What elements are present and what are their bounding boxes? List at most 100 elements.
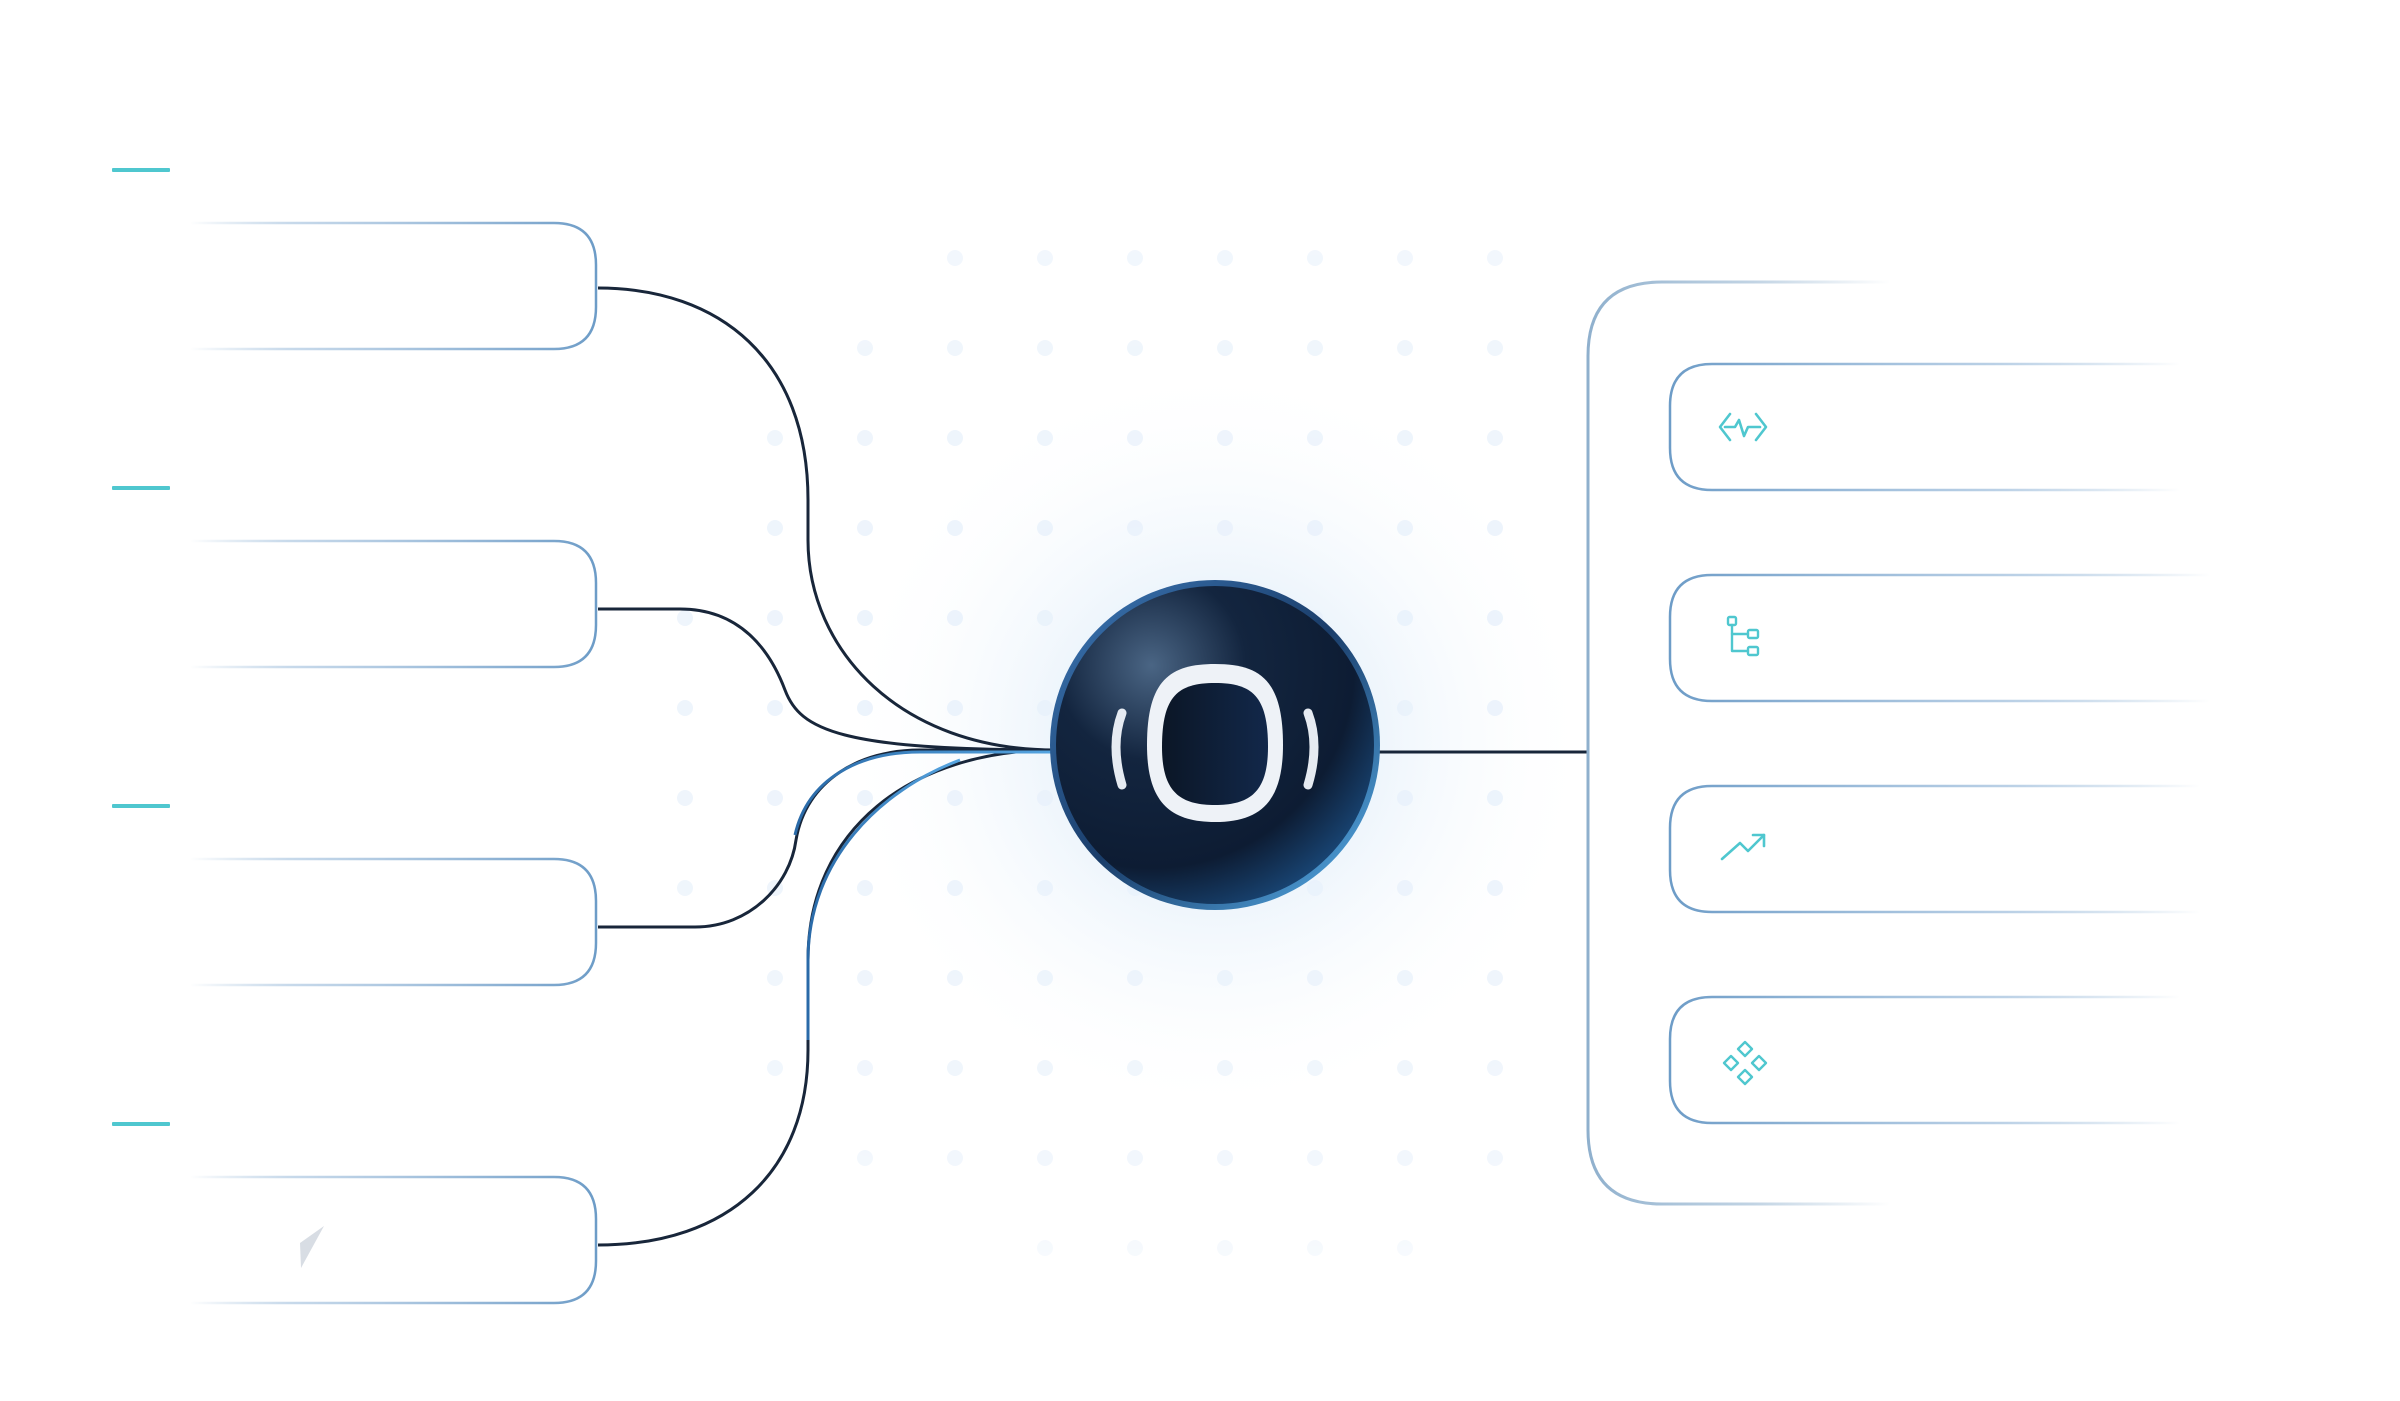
grid-dot [1217,520,1233,536]
grid-dot [1487,430,1503,446]
source-card-1[interactable] [190,221,598,351]
grid-dot [947,520,963,536]
left-source-cards [190,221,598,1305]
source-card-3[interactable] [190,857,598,987]
grid-dot [1487,340,1503,356]
grid-dot [857,1060,873,1076]
grid-dot [1397,880,1413,896]
grid-dot [1037,430,1053,446]
outputs-container [1586,280,1890,1206]
grid-dot [1127,1240,1143,1256]
grid-dot [1127,250,1143,266]
grid-dot [1217,1060,1233,1076]
output-card-1[interactable] [1668,362,2180,492]
grid-dot [1397,970,1413,986]
grid-dot [767,520,783,536]
grid-dot [1487,520,1503,536]
grid-dot [857,1150,873,1166]
grid-dot [1217,340,1233,356]
grid-dot [1037,340,1053,356]
partial-logo-icon [300,1226,324,1268]
output-card-2[interactable] [1668,573,2210,703]
grid-dot [857,520,873,536]
output-card-3[interactable] [1668,784,2200,914]
component-diamonds-icon [1722,1040,1768,1086]
grid-dot [677,700,693,716]
grid-dot [947,790,963,806]
grid-dot [767,1060,783,1076]
grid-dot [1397,790,1413,806]
grid-dot [1127,430,1143,446]
grid-dot [857,610,873,626]
grid-dot [1217,970,1233,986]
grid-dot [1037,880,1053,896]
grid-dot [1487,1150,1503,1166]
grid-dot [947,700,963,716]
teal-marker [112,1122,170,1126]
grid-dot [1037,1060,1053,1076]
grid-dot [1127,970,1143,986]
grid-dot [947,250,963,266]
teal-marker [112,168,170,172]
grid-dot [767,970,783,986]
grid-dot [1487,1060,1503,1076]
grid-dot [1037,250,1053,266]
grid-dot [677,790,693,806]
grid-dot [1307,250,1323,266]
grid-dot [947,430,963,446]
grid-dot [1037,610,1053,626]
central-hub[interactable] [1050,580,1380,910]
code-pulse-icon [1718,412,1768,442]
grid-dot [767,610,783,626]
grid-dot [1217,1240,1233,1256]
grid-dot [1037,970,1053,986]
grid-dot [947,1150,963,1166]
grid-dot [1037,790,1053,806]
grid-dot [1487,700,1503,716]
grid-dot [1397,700,1413,716]
grid-dot [1307,970,1323,986]
source-card-4[interactable] [190,1175,598,1305]
grid-dot [1037,1150,1053,1166]
connector-highlights [793,750,1060,1040]
grid-dot [767,790,783,806]
grid-dot [1307,430,1323,446]
grid-dot [1217,430,1233,446]
grid-dot [1487,790,1503,806]
grid-dot [1487,250,1503,266]
grid-dot [1307,340,1323,356]
grid-dot [947,610,963,626]
grid-dot [1397,250,1413,266]
grid-dot [677,610,693,626]
grid-dot [1307,1150,1323,1166]
grid-dot [947,340,963,356]
grid-dot [1037,520,1053,536]
teal-marker [112,486,170,490]
grid-dot [1217,1150,1233,1166]
grid-dot [947,1060,963,1076]
dot-grid-background [677,250,1503,1256]
grid-dot [677,880,693,896]
grid-dot [1397,520,1413,536]
grid-dot [1397,1240,1413,1256]
grid-dot [1397,610,1413,626]
grid-dot [857,340,873,356]
grid-dot [1397,340,1413,356]
grid-dot [1307,1240,1323,1256]
grid-dot [1307,1060,1323,1076]
output-card-4[interactable] [1668,995,2180,1125]
grid-dot [947,880,963,896]
source-card-2[interactable] [190,539,598,669]
grid-dot [1397,430,1413,446]
grid-dot [767,700,783,716]
grid-dot [857,790,873,806]
grid-dot [857,970,873,986]
grid-dot [1037,1240,1053,1256]
grid-dot [1127,340,1143,356]
trending-up-icon [1720,833,1766,861]
grid-dot [1127,1060,1143,1076]
grid-dot [1037,700,1053,716]
grid-dot [1127,1150,1143,1166]
grid-dot [767,430,783,446]
